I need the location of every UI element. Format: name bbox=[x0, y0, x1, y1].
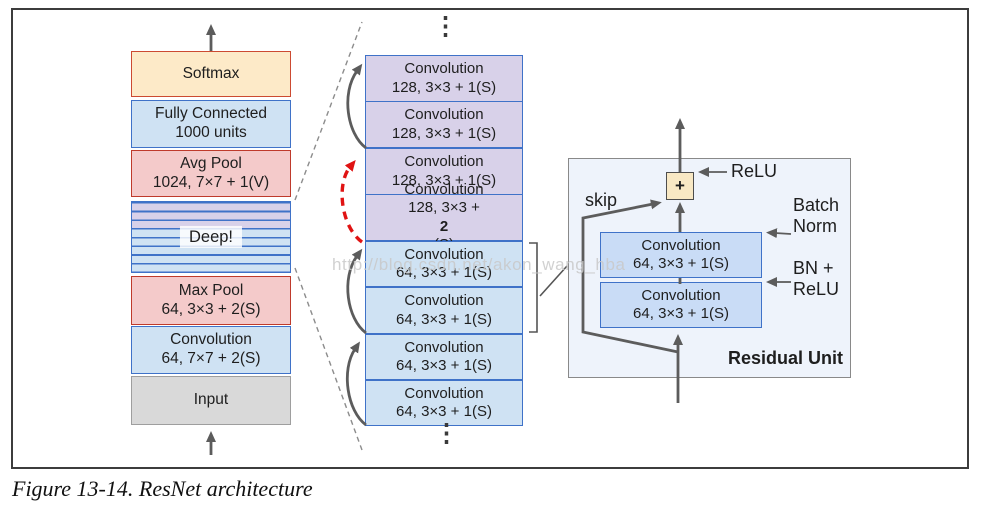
batch-norm-line1: Batch bbox=[793, 195, 840, 215]
conv64-2-line2: 64, 3×3 + 1(S) bbox=[396, 310, 492, 328]
bn-relu-line1: BN + bbox=[793, 258, 834, 278]
max-pool-line2: 64, 3×3 + 2(S) bbox=[161, 300, 261, 318]
conv128-4-line2-pre: 128, 3×3 + bbox=[408, 199, 480, 217]
conv64-2-line1: Convolution bbox=[404, 292, 484, 310]
avg-pool-line2: 1024, 7×7 + 1(V) bbox=[152, 173, 270, 191]
conv64-box-3: Convolution 64, 3×3 + 1(S) bbox=[365, 334, 523, 380]
residual-conv2-line1: Convolution bbox=[641, 286, 721, 304]
conv128-box-3: Convolution 128, 3×3 + 1(S) bbox=[365, 148, 523, 195]
conv64-box-4: Convolution 64, 3×3 + 1(S) bbox=[365, 380, 523, 426]
input-conv-box: Convolution 64, 7×7 + 2(S) bbox=[131, 326, 291, 374]
ellipsis-top-icon: ⋮ bbox=[433, 12, 458, 40]
conv128-4-line1: Convolution bbox=[404, 180, 484, 198]
deep-label: Deep! bbox=[179, 225, 243, 249]
plus-icon: + bbox=[675, 176, 685, 195]
conv64-box-2: Convolution 64, 3×3 + 1(S) bbox=[365, 287, 523, 334]
avg-pool-line1: Avg Pool bbox=[180, 154, 242, 172]
residual-conv-box-1: Convolution 64, 3×3 + 1(S) bbox=[600, 232, 762, 278]
batch-norm-line2: Norm bbox=[793, 216, 837, 236]
conv128-box-1: Convolution 128, 3×3 + 1(S) bbox=[365, 55, 523, 102]
batch-norm-label: Batch Norm bbox=[793, 195, 839, 237]
bn-relu-line2: ReLU bbox=[793, 279, 840, 299]
input-conv-line1: Convolution bbox=[170, 331, 252, 349]
residual-conv1-line2: 64, 3×3 + 1(S) bbox=[633, 255, 729, 272]
residual-conv2-line2: 64, 3×3 + 1(S) bbox=[633, 305, 729, 322]
residual-conv1-line1: Convolution bbox=[641, 236, 721, 254]
softmax-label: Softmax bbox=[182, 64, 240, 82]
relu-label: ReLU bbox=[731, 161, 778, 181]
softmax-box: Softmax bbox=[131, 51, 291, 97]
addition-node: + bbox=[666, 172, 694, 200]
conv64-3-line2: 64, 3×3 + 1(S) bbox=[396, 357, 492, 374]
conv128-3-line1: Convolution bbox=[404, 153, 484, 171]
conv128-3-line2: 128, 3×3 + 1(S) bbox=[391, 171, 497, 189]
figure-caption: Figure 13-14. ResNet architecture bbox=[12, 476, 313, 501]
residual-unit-title: Residual Unit bbox=[727, 348, 843, 368]
max-pool-line1: Max Pool bbox=[178, 281, 244, 299]
conv128-2-line2: 128, 3×3 + 1(S) bbox=[391, 124, 497, 142]
conv64-box-1: Convolution 64, 3×3 + 1(S) bbox=[365, 241, 523, 287]
max-pool-box: Max Pool 64, 3×3 + 2(S) bbox=[131, 276, 291, 325]
conv128-4-line2-bold: 2 bbox=[439, 217, 449, 235]
fc-label-line1: Fully Connected bbox=[154, 105, 267, 123]
conv128-1-line1: Convolution bbox=[404, 60, 484, 78]
bn-relu-label: BN + ReLU bbox=[793, 258, 839, 300]
conv128-2-line1: Convolution bbox=[404, 106, 484, 124]
conv64-1-line2: 64, 3×3 + 1(S) bbox=[396, 264, 492, 281]
ellipsis-bottom-icon: ⋮ bbox=[434, 419, 459, 447]
conv64-4-line2: 64, 3×3 + 1(S) bbox=[396, 403, 492, 420]
input-conv-line2: 64, 7×7 + 2(S) bbox=[161, 350, 261, 367]
conv128-box-2: Convolution 128, 3×3 + 1(S) bbox=[365, 101, 523, 148]
input-box: Input bbox=[131, 376, 291, 425]
residual-conv-box-2: Convolution 64, 3×3 + 1(S) bbox=[600, 282, 762, 328]
deep-stack-box: Deep! bbox=[131, 201, 291, 273]
conv128-1-line2: 128, 3×3 + 1(S) bbox=[391, 78, 497, 96]
conv64-4-line1: Convolution bbox=[404, 384, 484, 402]
skip-label: skip bbox=[585, 190, 618, 210]
input-label: Input bbox=[193, 391, 229, 409]
conv64-3-line1: Convolution bbox=[404, 338, 484, 356]
avg-pool-box: Avg Pool 1024, 7×7 + 1(V) bbox=[131, 150, 291, 197]
fc-label-line2: 1000 units bbox=[175, 124, 247, 141]
fully-connected-box: Fully Connected 1000 units bbox=[131, 100, 291, 148]
conv128-box-4-stride2: Convolution 128, 3×3 + 2(S) bbox=[365, 181, 523, 253]
conv64-1-line1: Convolution bbox=[404, 245, 484, 263]
